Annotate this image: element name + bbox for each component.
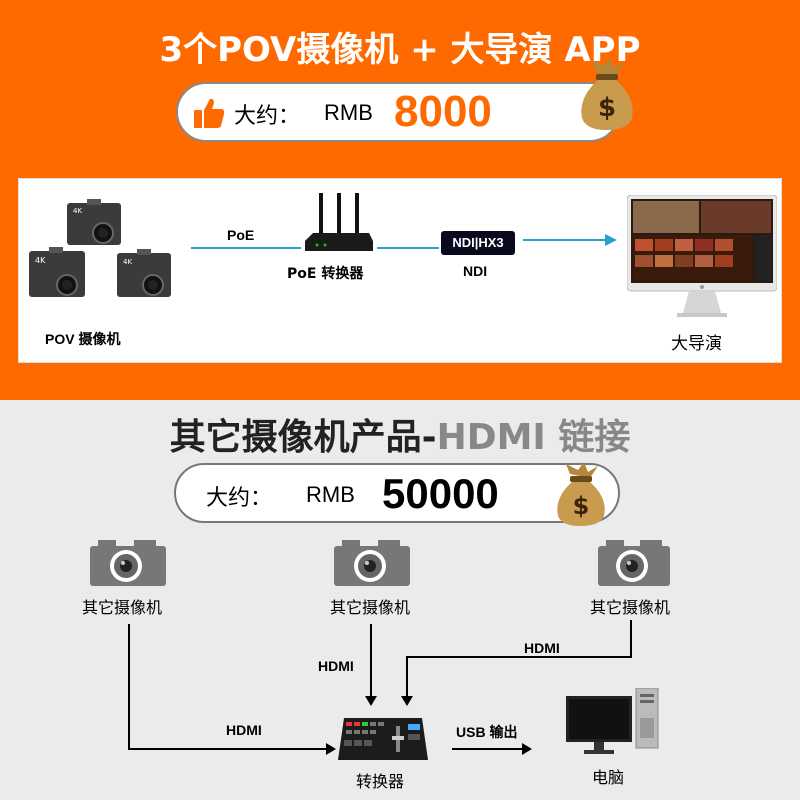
price-currency-top: RMB: [324, 100, 373, 125]
thumbs-up-icon: [194, 98, 225, 128]
svg-text:4K: 4K: [73, 207, 82, 215]
video-switcher-icon: [338, 718, 428, 760]
price-currency-bottom: RMB: [306, 482, 355, 507]
svg-text:4K: 4K: [35, 256, 46, 265]
arrow-right-icon: [326, 743, 336, 755]
bottom-title: 其它摄像机产品-HDMI 链接: [0, 408, 800, 460]
pov-camera-icon: 4K: [67, 199, 121, 245]
usb-output-label: USB 输出: [456, 724, 518, 740]
hdmi-label-left: HDMI: [226, 722, 262, 738]
wire-middle-vertical: [370, 624, 372, 698]
pov-diagram-panel: 4K 4K 4K POV 摄像机 PoE PoE 转: [18, 178, 782, 363]
svg-text:4K: 4K: [123, 258, 132, 266]
money-bag-icon: $: [581, 58, 633, 130]
usb-wire: [452, 748, 524, 750]
arrow-right-icon: [522, 743, 532, 755]
pov-camera-icon: 4K: [117, 249, 171, 297]
wire-right-down: [406, 656, 408, 698]
svg-text:$: $: [598, 93, 616, 123]
camera-label-right: 其它摄像机: [590, 598, 671, 617]
switcher-label: 转换器: [356, 772, 405, 791]
price-value-top: 8000: [394, 87, 492, 136]
bottom-title-main: 其它摄像机产品-: [169, 417, 437, 458]
poe-switch-icon: [305, 193, 373, 251]
arrow-right-icon: [605, 234, 617, 246]
camera-icon: [334, 540, 410, 586]
wire-left-vertical: [128, 624, 130, 750]
pov-camera-icon: 4K: [29, 247, 85, 297]
svg-text:$: $: [573, 492, 590, 520]
poe-edge-label: PoE: [227, 227, 255, 243]
price-pill-top: 大约： RMB 8000: [176, 82, 620, 142]
hdmi-label-right: HDMI: [524, 640, 560, 656]
price-label-top: 大约：: [234, 104, 301, 129]
ndi-label: NDI: [463, 263, 488, 279]
poe-line: [191, 247, 301, 249]
price-value-bottom: 50000: [382, 470, 499, 517]
poe-switch-label: PoE 转换器: [287, 266, 364, 282]
bottom-title-gray: HDMI 链接: [436, 417, 631, 458]
wire-right-vertical: [630, 620, 632, 658]
camera-icon: [598, 540, 670, 586]
ndi-arrow-line: [523, 239, 609, 241]
ndi-line: [377, 247, 439, 249]
ndi-badge-text: NDI|HX3: [452, 235, 504, 250]
wire-right-horizontal: [406, 656, 632, 658]
wire-left-horizontal: [128, 748, 328, 750]
monitor-icon: [627, 195, 777, 317]
camera-label-left: 其它摄像机: [82, 598, 163, 617]
pov-cameras-label: POV 摄像机: [45, 331, 121, 347]
money-bag-icon: $: [557, 462, 605, 526]
top-banner: 3个POV摄像机 + 大导演 APP 大约： RMB 8000 $ 4K: [0, 0, 800, 400]
arrow-down-icon: [401, 696, 413, 706]
top-title: 3个POV摄像机 + 大导演 APP: [159, 30, 641, 70]
director-label: 大导演: [671, 334, 722, 354]
computer-label: 电脑: [592, 768, 625, 787]
arrow-down-icon: [365, 696, 377, 706]
price-label-bottom: 大约：: [206, 486, 273, 511]
ndi-badge: NDI|HX3: [441, 231, 515, 255]
camera-icon: [90, 540, 166, 586]
hdmi-label-middle: HDMI: [318, 658, 354, 674]
camera-label-middle: 其它摄像机: [330, 598, 411, 617]
computer-icon: [566, 688, 659, 754]
price-pill-bottom: 大约： RMB 50000: [174, 463, 620, 523]
